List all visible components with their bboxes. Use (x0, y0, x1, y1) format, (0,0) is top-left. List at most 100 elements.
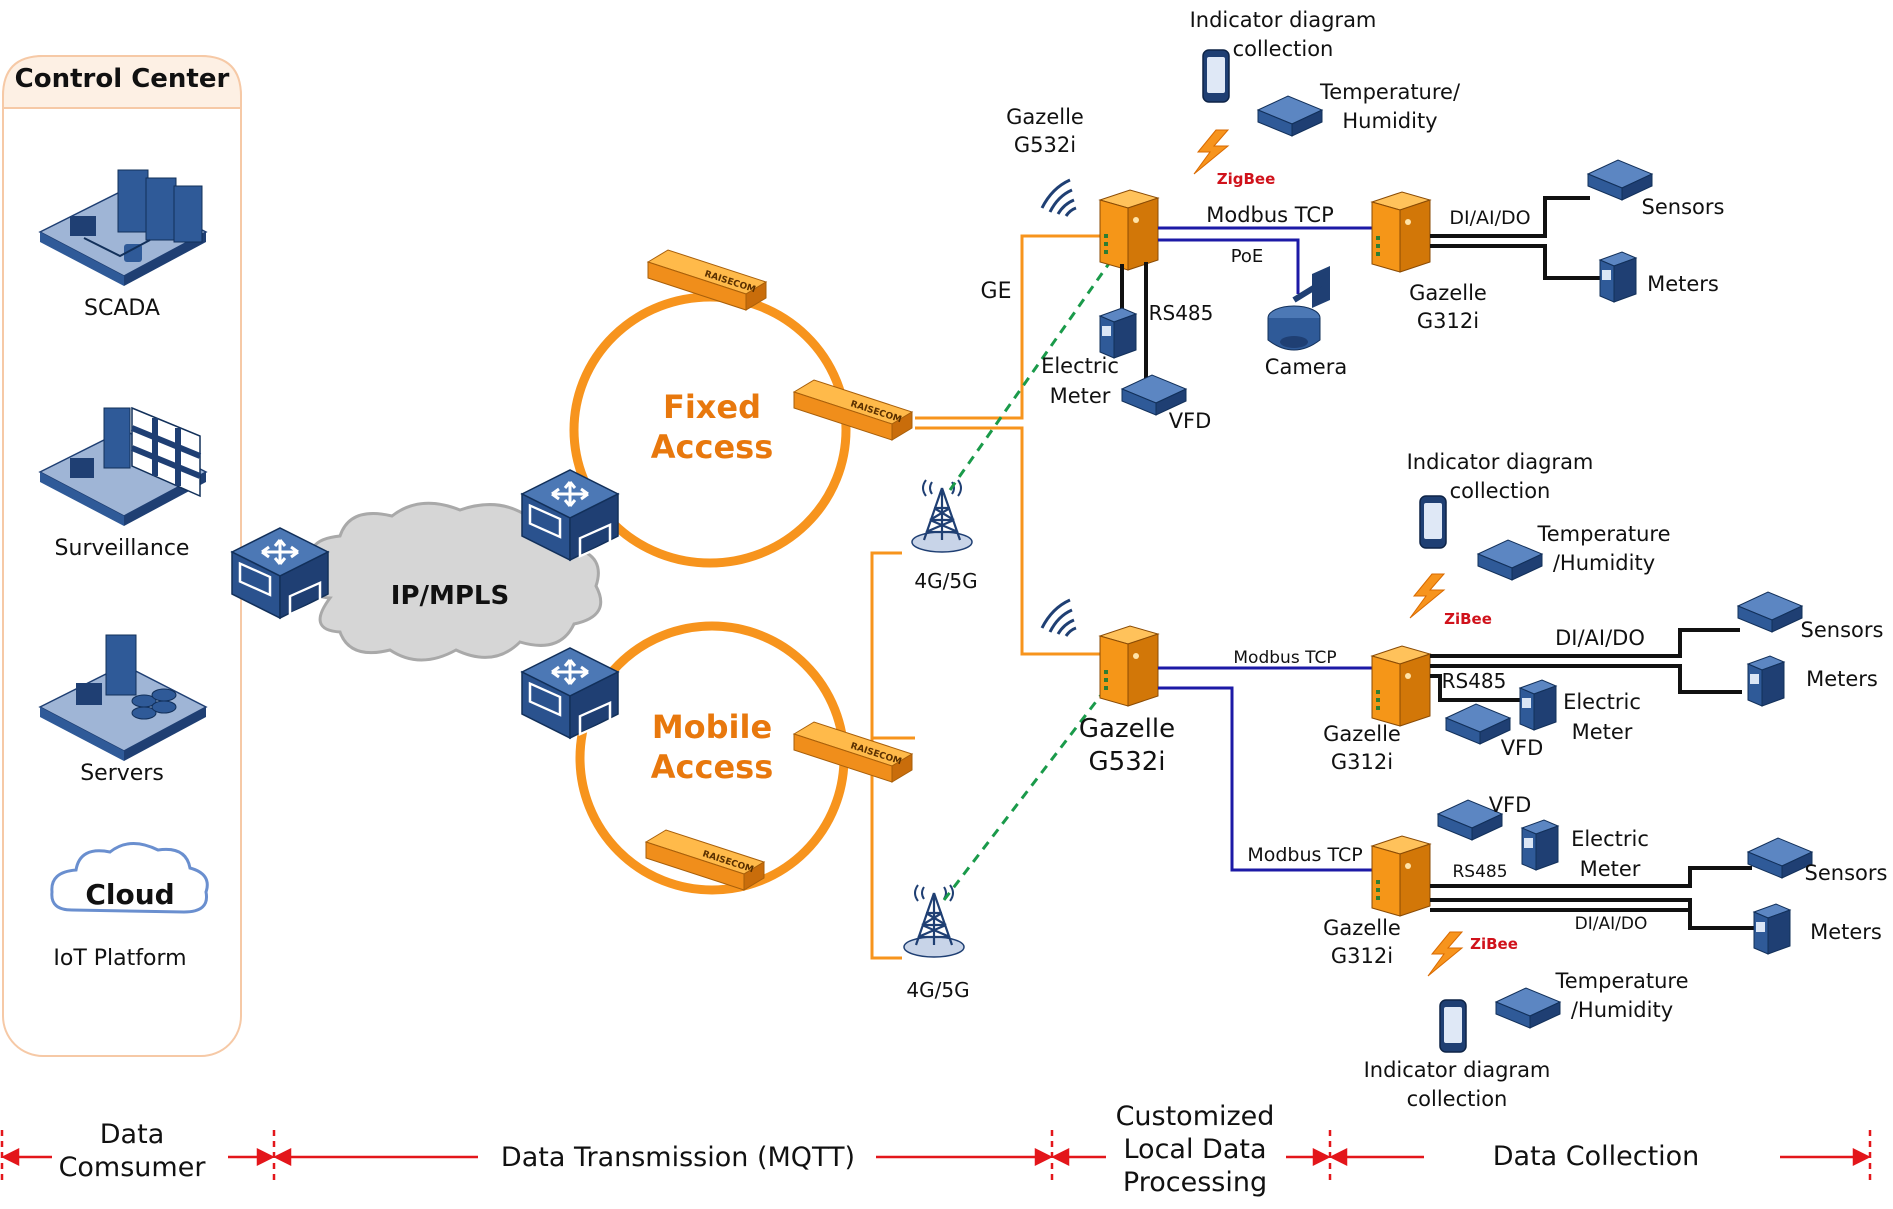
ip-mpls-cloud (308, 501, 603, 662)
site2-gateway-line1: Gazelle (1079, 714, 1175, 744)
raisecom-switch-right: RAISECOM (793, 379, 913, 441)
site3-rs485-label: RS485 (1452, 862, 1507, 882)
site2-temp-line1: Temperature (1536, 522, 1670, 546)
site2-vfd-label: VFD (1501, 736, 1544, 760)
wireless-link-2 (942, 685, 1110, 901)
raisecom-switch-mobile-right: RAISECOM (793, 721, 913, 783)
site1-g312i-gateway (1371, 191, 1431, 273)
site3-dio-links (1430, 866, 1756, 930)
site3-g312i-line1: Gazelle (1323, 916, 1401, 940)
site2-sensors-icon (1737, 591, 1803, 633)
site3-meters-icon (1753, 903, 1791, 955)
site3-temp-line1: Temperature (1554, 969, 1688, 993)
site1-electric-meter-line1: Electric (1041, 354, 1119, 378)
surveillance-icon (38, 406, 208, 526)
site3-electric-meter-line2: Meter (1580, 857, 1641, 881)
site2-g312i-line2: G312i (1331, 750, 1393, 774)
site2-gateway-line2: G532i (1089, 747, 1166, 777)
site3-modbus-label: Modbus TCP (1247, 844, 1362, 866)
site2-meters-label: Meters (1806, 667, 1878, 691)
site1-temp-line2: Humidity (1342, 109, 1437, 133)
zibee-bolt-icon-2 (1427, 931, 1463, 977)
site2-electric-meter-icon (1519, 679, 1557, 731)
servers-label: Servers (80, 761, 164, 786)
site2-electric-meter-line2: Meter (1572, 720, 1633, 744)
site1-electric-meter-icon (1099, 307, 1137, 359)
site3-modbus-link (1158, 686, 1372, 872)
tower-2-label: 4G/5G (906, 978, 969, 1002)
site2-sensors-label: Sensors (1801, 618, 1884, 642)
site1-gateway-line2: G532i (1014, 133, 1076, 157)
fixed-uplinks (870, 234, 1100, 960)
surveillance-label: Surveillance (55, 536, 190, 561)
site1-sensors-icon (1587, 159, 1653, 201)
camera-icon (1267, 266, 1330, 351)
ge-label: GE (981, 279, 1012, 304)
site3-electric-meter-line1: Electric (1571, 827, 1649, 851)
temperature-sensor-icon-3 (1495, 987, 1561, 1029)
site1-dio-links (1430, 196, 1608, 280)
site1-meters-icon (1599, 251, 1637, 303)
core-router-mobile (520, 646, 620, 740)
tower-1-label: 4G/5G (914, 569, 977, 593)
site1-meters-label: Meters (1647, 272, 1719, 296)
site3-g312i-line2: G312i (1331, 944, 1393, 968)
bottom-consumer-line2: Comsumer (59, 1152, 207, 1183)
core-router-left (230, 526, 330, 620)
iot-cloud-icon (50, 842, 209, 914)
site1-poe-label: PoE (1231, 246, 1264, 267)
scada-label: SCADA (84, 296, 160, 321)
site1-modbus-label: Modbus TCP (1206, 203, 1333, 227)
control-center-header (2, 55, 242, 109)
control-center-title: Control Center (15, 64, 230, 94)
iot-platform-label: IoT Platform (53, 946, 186, 971)
servers-icon (38, 634, 208, 761)
site3-electric-meter-icon (1521, 819, 1559, 871)
cloud-label: Cloud (85, 878, 174, 911)
site2-g312i-line1: Gazelle (1323, 722, 1401, 746)
site1-rs485-label: RS485 (1149, 301, 1214, 325)
site2-collection-line2: collection (1450, 479, 1551, 503)
temperature-sensor-icon-2 (1477, 539, 1543, 581)
site1-zigbee-label: ZigBee (1217, 170, 1276, 188)
site1-dio-label: DI/AI/DO (1449, 207, 1530, 229)
site2-modbus-label: Modbus TCP (1233, 648, 1336, 668)
wifi-icon (1040, 178, 1078, 218)
phone-icon-2 (1419, 495, 1447, 549)
site2-electric-meter-line1: Electric (1563, 690, 1641, 714)
site2-g312i-gateway (1371, 645, 1431, 727)
site3-vfd-label: VFD (1489, 793, 1532, 817)
site2-collection-line1: Indicator diagram (1407, 450, 1594, 474)
site3-g312i-gateway (1371, 835, 1431, 917)
temperature-sensor-icon (1257, 95, 1323, 137)
zibee-bolt-icon (1409, 573, 1445, 619)
site1-g312i-line2: G312i (1417, 309, 1479, 333)
site3-meters-label: Meters (1810, 920, 1882, 944)
site2-meters-icon (1747, 655, 1785, 707)
site1-camera-label: Camera (1265, 355, 1347, 379)
site1-gateway-line1: Gazelle (1006, 105, 1084, 129)
site3-dio-label: DI/AI/DO (1575, 914, 1648, 934)
bottom-consumer-line1: Data (100, 1119, 164, 1150)
site1-collection-line1: Indicator diagram (1190, 8, 1377, 32)
wifi-icon-2 (1040, 598, 1078, 638)
site1-g532i-gateway (1099, 189, 1159, 271)
site2-dio-links (1430, 628, 1742, 702)
site3-zibee-label: ZiBee (1470, 935, 1518, 953)
site3-sensors-label: Sensors (1805, 861, 1888, 885)
zigbee-bolt-icon (1193, 129, 1229, 175)
site3-collection-line2: collection (1407, 1087, 1508, 1111)
phone-icon (1202, 49, 1230, 103)
fixed-access-label-line2: Access (651, 428, 774, 466)
site2-zibee-label: ZiBee (1444, 610, 1492, 628)
phone-icon-3 (1439, 999, 1467, 1053)
scada-icon (38, 169, 208, 286)
bottom-transmission-label: Data Transmission (MQTT) (501, 1142, 855, 1173)
fixed-access-label-line1: Fixed (663, 388, 761, 426)
site1-collection-line2: collection (1233, 37, 1334, 61)
bottom-processing-line3: Processing (1123, 1167, 1267, 1198)
site1-vfd-label: VFD (1169, 409, 1212, 433)
cell-tower-2 (902, 883, 966, 959)
site3-sensors-icon (1747, 837, 1813, 879)
